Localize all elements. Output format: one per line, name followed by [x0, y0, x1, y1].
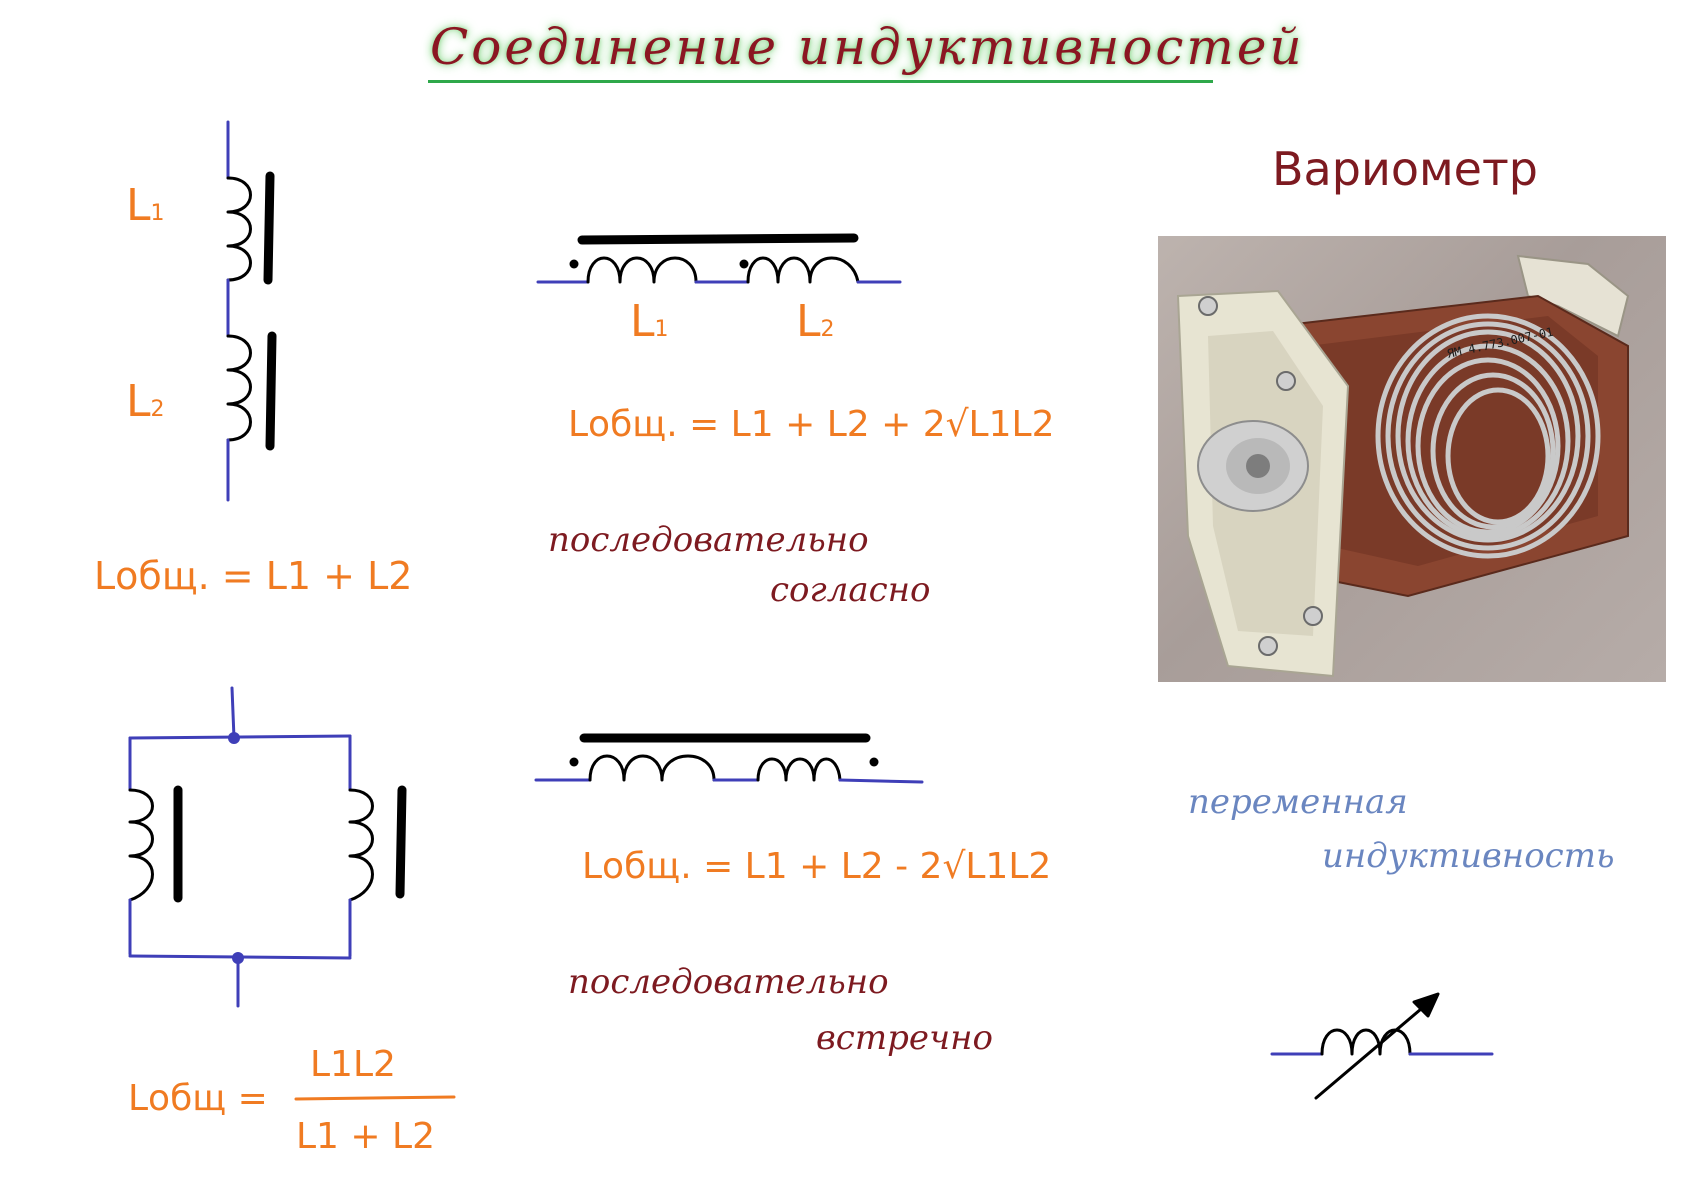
coil-aiding-L1 [586, 256, 698, 284]
formula-parallel-numerator: L1L2 [310, 1044, 396, 1085]
core-L1 [263, 171, 275, 285]
core-parallel-L2 [395, 785, 407, 899]
title-underline [428, 80, 1213, 83]
polarity-dot-aiding-1 [569, 259, 579, 269]
label-aiding-L2: L2 [796, 296, 835, 347]
variometer-caption-line2: индуктивность [1322, 836, 1615, 876]
parallel-circuit [128, 686, 407, 1008]
formula-parallel-lhs: Lобщ = [128, 1078, 268, 1119]
junction-top [228, 732, 240, 744]
coil-L1 [226, 176, 252, 282]
coil-parallel-L1 [128, 788, 154, 902]
core-L2 [265, 331, 277, 451]
polarity-dot-aiding-2 [739, 259, 749, 269]
junction-bottom [232, 952, 244, 964]
coil-opposing-L2 [756, 757, 842, 782]
coil-L2 [226, 334, 252, 442]
formula-series-opposing: Lобщ. = L1 + L2 - 2√L1L2 [582, 846, 1052, 887]
caption-aiding-line1: последовательно [548, 520, 869, 560]
variometer-heading: Вариометр [1272, 142, 1538, 196]
caption-opposing-line2: встречно [816, 1018, 993, 1058]
formula-series-aiding: Lобщ. = L1 + L2 + 2√L1L2 [568, 404, 1055, 445]
page-title: Соединение индуктивностей [430, 18, 1305, 76]
series-opposing-circuit [534, 733, 924, 784]
label-L1: L1 [126, 180, 165, 231]
caption-aiding-line2: согласно [770, 570, 931, 610]
variometer-caption-line1: переменная [1188, 782, 1408, 822]
series-vertical-circuit [226, 120, 277, 502]
core-aiding [577, 233, 859, 245]
variable-inductor-symbol [1270, 992, 1494, 1100]
polarity-dot-opposing-2 [869, 757, 879, 767]
coil-opposing-L1 [588, 754, 716, 782]
variometer-photo: ЯМ 4.773.007-01 [1158, 236, 1666, 682]
coil-aiding-L2 [746, 256, 860, 284]
formula-parallel-denominator: L1 + L2 [296, 1116, 435, 1157]
caption-opposing-line1: последовательно [568, 962, 889, 1002]
coil-parallel-L2 [348, 788, 374, 902]
label-L2: L2 [126, 376, 165, 427]
polarity-dot-opposing-1 [569, 757, 579, 767]
label-aiding-L1: L1 [630, 296, 669, 347]
series-aiding-circuit [536, 233, 902, 284]
formula-series-simple: Lобщ. = L1 + L2 [94, 554, 413, 598]
